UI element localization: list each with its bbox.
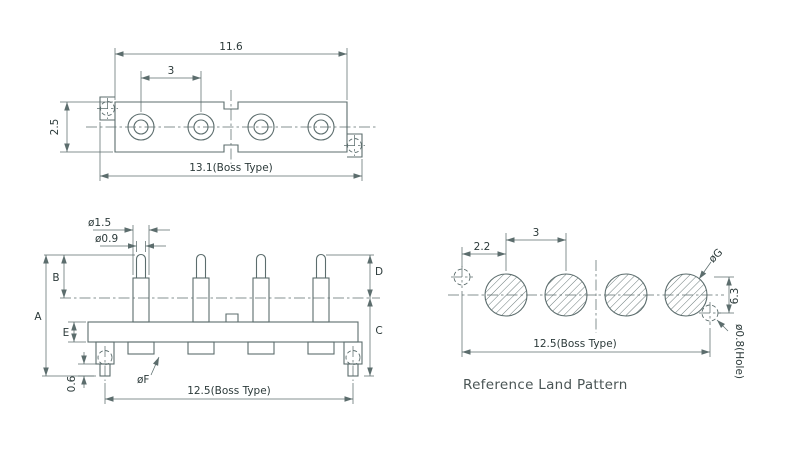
dim-side-overall: 12.5(Boss Type) — [104, 383, 354, 404]
right-foot-boss-circle — [345, 350, 361, 365]
dim-label-c: C — [375, 325, 382, 337]
dim-label-e: E — [63, 327, 70, 339]
dim-label-top-overall: 13.1(Boss Type) — [189, 162, 273, 174]
dim-label-barrel-dia: ø1.5 — [88, 217, 111, 229]
land-pattern-caption: Reference Land Pattern — [463, 377, 628, 393]
dim-vertical-offset: 6.3 — [714, 276, 741, 314]
dim-top-overall: 13.1(Boss Type) — [99, 122, 363, 181]
side-view-left-foot — [95, 341, 115, 381]
dim-label-land-pitch: 3 — [533, 227, 540, 239]
dim-label-side-overall: 12.5(Boss Type) — [187, 385, 271, 397]
left-foot-boss-circle — [97, 350, 113, 365]
dim-label-b: B — [52, 272, 59, 284]
dim-label-body-width: 11.6 — [219, 41, 243, 53]
dim-b: B — [44, 254, 135, 298]
dim-boss-height: 0.6 — [66, 352, 96, 392]
dim-land-pitch: 3 — [505, 227, 567, 271]
dim-label-land-overall: 12.5(Boss Type) — [533, 338, 617, 350]
dim-label-d: D — [375, 266, 383, 278]
side-view-pins — [127, 253, 335, 355]
top-view-body-outline — [114, 101, 348, 153]
dim-barrel-diameter: ø1.5 — [88, 217, 170, 275]
top-view-left-boss-tab — [97, 96, 118, 121]
dim-d: D — [326, 254, 383, 298]
dim-plunger-diameter: ø0.9 — [95, 233, 166, 252]
top-view: 11.6 3 2.5 13.1(Boss Type) — [49, 41, 376, 181]
land-pads — [484, 273, 708, 317]
dim-c: C — [364, 298, 383, 377]
dim-pad-diameter: øG — [698, 246, 725, 280]
top-view-centerlines — [86, 90, 376, 164]
dim-base-diameter: øF — [137, 356, 160, 386]
dim-label-hole-dia: ø0.8(Hole) — [733, 324, 745, 379]
dim-label-hole-to-pad: 2.2 — [474, 241, 491, 253]
dim-label-pad-dia: øG — [706, 246, 725, 265]
dim-hole-diameter: ø0.8(Hole) — [716, 319, 745, 379]
top-view-right-boss-tab — [344, 133, 365, 158]
dim-label-plunger-dia: ø0.9 — [95, 233, 118, 245]
dim-top-body-height: 2.5 — [49, 101, 113, 153]
dim-top-body-width: 11.6 — [114, 41, 348, 100]
side-view-housing — [87, 313, 359, 343]
dim-label-body-height: 2.5 — [49, 119, 61, 136]
dim-label-base-dia: øF — [137, 374, 149, 386]
side-view: ø1.5 ø0.9 B A E — [34, 217, 383, 404]
dim-top-pitch: 3 — [140, 65, 202, 112]
side-view-right-foot — [343, 341, 363, 381]
dim-land-overall: 12.5(Boss Type) — [461, 291, 711, 357]
dim-label-top-pitch: 3 — [168, 65, 175, 77]
top-view-pin-circles — [127, 113, 335, 141]
dim-label-a: A — [34, 311, 42, 323]
land-pattern-view: 3 2.2 øG 6.3 ø0.8(Hole) 12.5(Boss Type) — [448, 227, 745, 393]
land-boss-hole-left — [451, 266, 473, 288]
dim-hole-to-pad: 2.2 — [461, 241, 506, 267]
dim-e: E — [63, 321, 86, 343]
dim-label-boss-height: 0.6 — [66, 375, 78, 392]
dim-label-vertical-offset: 6.3 — [729, 288, 741, 305]
